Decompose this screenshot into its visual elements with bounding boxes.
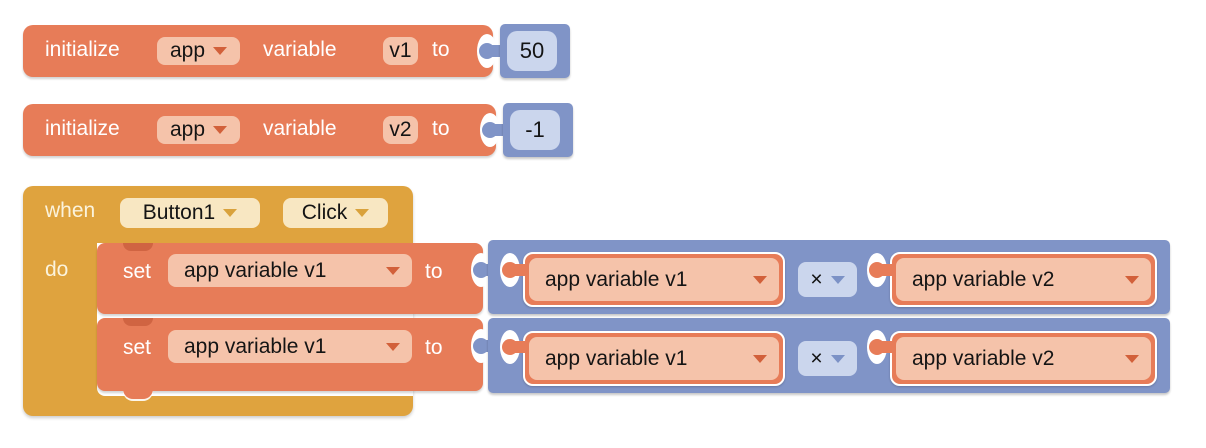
set-variable-dropdown-label: app variable v1 bbox=[184, 334, 327, 358]
bottom-bump bbox=[123, 389, 153, 399]
get-variable-dropdown-label: app variable v2 bbox=[912, 346, 1055, 370]
get-variable-dropdown-label: app variable v1 bbox=[545, 346, 688, 370]
when-keyword: when bbox=[45, 199, 96, 222]
set-variable-block[interactable]: set app variable v1 to bbox=[97, 243, 483, 314]
operator-dropdown-label: × bbox=[810, 346, 823, 370]
get-variable-dropdown[interactable]: app variable v2 bbox=[896, 258, 1151, 301]
variable-name-field[interactable]: v1 bbox=[383, 37, 418, 65]
initialize-keyword: initialize bbox=[45, 38, 120, 61]
scope-dropdown[interactable]: app bbox=[157, 37, 240, 65]
get-variable-block[interactable]: app variable v2 bbox=[890, 252, 1157, 307]
component-dropdown-label: Button1 bbox=[142, 201, 216, 224]
getter-plug-connector bbox=[867, 252, 895, 288]
dropdown-arrow-icon bbox=[830, 275, 845, 284]
number-block-neg1[interactable]: -1 bbox=[503, 103, 573, 157]
get-variable-block[interactable]: app variable v1 bbox=[523, 252, 785, 307]
scope-dropdown[interactable]: app bbox=[157, 116, 240, 144]
set-variable-dropdown[interactable]: app variable v1 bbox=[168, 254, 412, 287]
scope-dropdown-label: app bbox=[169, 118, 206, 141]
dropdown-arrow-icon bbox=[355, 209, 370, 217]
do-keyword: do bbox=[45, 258, 69, 281]
variable-name-label: v1 bbox=[389, 39, 412, 62]
top-notch bbox=[123, 243, 153, 251]
operator-dropdown[interactable]: × bbox=[798, 262, 857, 297]
get-variable-dropdown[interactable]: app variable v2 bbox=[896, 337, 1151, 380]
getter-plug-connector bbox=[500, 252, 528, 288]
to-keyword: to bbox=[425, 260, 443, 283]
multiply-expression-block[interactable]: app variable v1 × app variable v2 bbox=[488, 318, 1170, 393]
initialize-variable-block-v2[interactable]: initialize app variable v2 to bbox=[23, 104, 496, 156]
dropdown-arrow-icon bbox=[753, 275, 767, 284]
variable-name-field[interactable]: v2 bbox=[383, 116, 418, 144]
variable-keyword: variable bbox=[263, 117, 337, 140]
getter-plug-connector bbox=[500, 329, 528, 365]
dropdown-arrow-icon bbox=[213, 126, 228, 134]
initialize-keyword: initialize bbox=[45, 117, 120, 140]
variable-keyword: variable bbox=[263, 38, 337, 61]
to-keyword: to bbox=[425, 336, 443, 359]
number-value-field[interactable]: 50 bbox=[507, 31, 557, 71]
get-variable-dropdown-label: app variable v1 bbox=[545, 267, 688, 291]
operator-dropdown-label: × bbox=[810, 267, 823, 291]
dropdown-arrow-icon bbox=[1125, 275, 1139, 284]
dropdown-arrow-icon bbox=[386, 342, 400, 351]
set-variable-dropdown[interactable]: app variable v1 bbox=[168, 330, 412, 363]
top-notch bbox=[123, 318, 153, 326]
get-variable-dropdown-label: app variable v2 bbox=[912, 267, 1055, 291]
dropdown-arrow-icon bbox=[386, 266, 400, 275]
get-variable-block[interactable]: app variable v2 bbox=[890, 331, 1157, 386]
component-dropdown[interactable]: Button1 bbox=[120, 198, 260, 228]
dropdown-arrow-icon bbox=[830, 354, 845, 363]
to-keyword: to bbox=[432, 117, 450, 140]
get-variable-dropdown[interactable]: app variable v1 bbox=[529, 337, 779, 380]
multiply-expression-block[interactable]: app variable v1 × app variable v2 bbox=[488, 240, 1170, 314]
dropdown-arrow-icon bbox=[213, 47, 228, 55]
number-block-50[interactable]: 50 bbox=[500, 24, 570, 78]
event-dropdown[interactable]: Click bbox=[283, 198, 388, 228]
set-keyword: set bbox=[123, 336, 152, 359]
dropdown-arrow-icon bbox=[1125, 354, 1139, 363]
to-keyword: to bbox=[432, 38, 450, 61]
scope-dropdown-label: app bbox=[169, 39, 206, 62]
set-variable-block[interactable]: set app variable v1 to bbox=[97, 318, 483, 391]
dropdown-arrow-icon bbox=[753, 354, 767, 363]
get-variable-dropdown[interactable]: app variable v1 bbox=[529, 258, 779, 301]
initialize-variable-block-v1[interactable]: initialize app variable v1 to bbox=[23, 25, 493, 77]
operator-dropdown[interactable]: × bbox=[798, 341, 857, 376]
set-variable-dropdown-label: app variable v1 bbox=[184, 258, 327, 282]
getter-plug-connector bbox=[867, 329, 895, 365]
dropdown-arrow-icon bbox=[223, 209, 238, 217]
set-keyword: set bbox=[123, 260, 152, 283]
event-dropdown-label: Click bbox=[301, 201, 348, 224]
get-variable-block[interactable]: app variable v1 bbox=[523, 331, 785, 386]
number-value-field[interactable]: -1 bbox=[510, 110, 560, 150]
variable-name-label: v2 bbox=[389, 118, 412, 141]
